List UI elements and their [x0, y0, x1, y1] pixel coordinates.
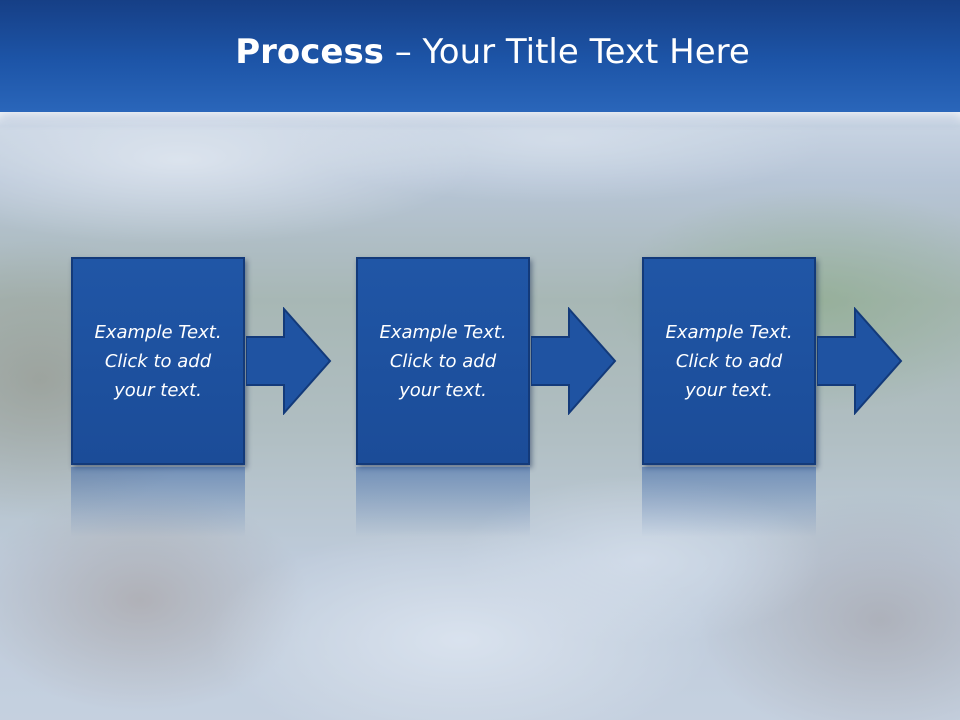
right-arrow-icon	[531, 307, 617, 415]
step-2-line-2: Click to add	[389, 350, 497, 372]
step-3-line-3: your text.	[685, 379, 773, 401]
step-2-text: Example Text. Click to add your text.	[368, 318, 518, 405]
step-1-line-2: Click to add	[104, 350, 212, 372]
slide-title[interactable]: Process – Your Title Text Here	[0, 30, 960, 74]
process-step-3[interactable]: Example Text. Click to add your text.	[642, 257, 816, 465]
process-step-1[interactable]: Example Text. Click to add your text.	[71, 257, 245, 465]
title-bar: Process – Your Title Text Here	[0, 0, 960, 126]
step-3-line-2: Click to add	[675, 350, 783, 372]
step-2-line-3: your text.	[399, 379, 487, 401]
step-3-line-1: Example Text.	[665, 321, 793, 343]
step-3-reflection	[642, 467, 816, 537]
right-arrow-icon	[246, 307, 332, 415]
process-step-2[interactable]: Example Text. Click to add your text.	[356, 257, 530, 465]
slide-title-bold: Process	[235, 32, 384, 72]
step-1-line-3: your text.	[114, 379, 202, 401]
step-1-line-1: Example Text.	[94, 321, 222, 343]
step-1-text: Example Text. Click to add your text.	[83, 318, 233, 405]
step-2-reflection	[356, 467, 530, 537]
right-arrow-icon	[817, 307, 903, 415]
step-3-text: Example Text. Click to add your text.	[654, 318, 804, 405]
step-1-reflection	[71, 467, 245, 537]
step-2-line-1: Example Text.	[379, 321, 507, 343]
slide-title-rest: – Your Title Text Here	[383, 32, 750, 72]
